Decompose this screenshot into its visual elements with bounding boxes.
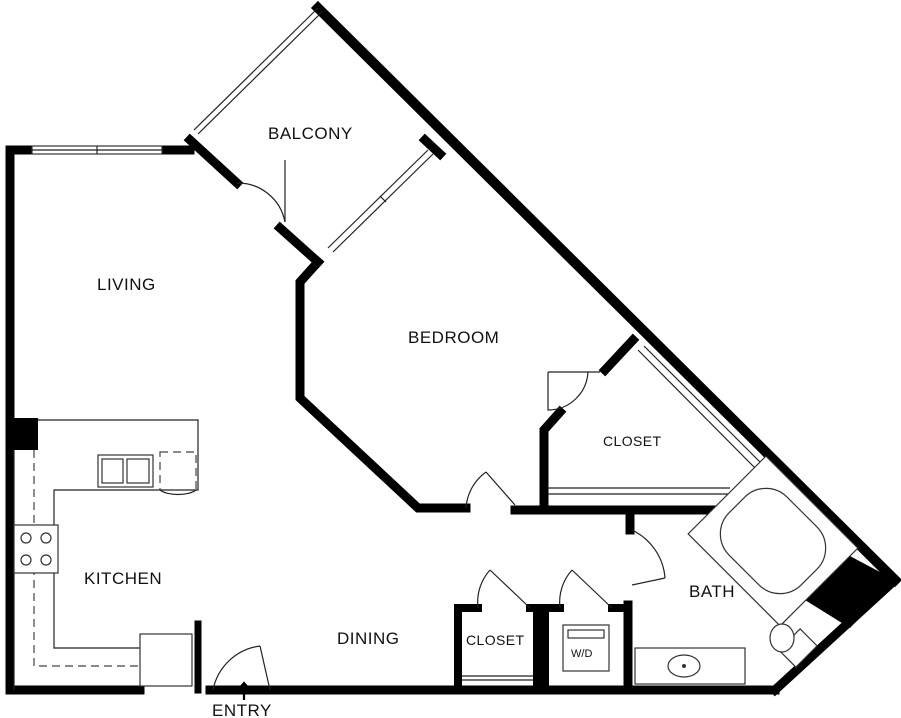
room-label-bath: BATH xyxy=(689,582,735,601)
kitchen-counters xyxy=(10,418,202,694)
room-label-living: LIVING xyxy=(97,275,156,294)
bedroom-closet-walls xyxy=(539,333,765,515)
room-label-bedroom-closet: CLOSET xyxy=(603,433,661,449)
room-label-hall-closet: CLOSET xyxy=(466,632,524,648)
balcony-walls xyxy=(183,7,447,269)
exterior-walls xyxy=(5,0,901,697)
living-window xyxy=(31,145,163,155)
room-label-washer-dryer: W/D xyxy=(571,648,592,660)
room-label-bedroom: BEDROOM xyxy=(408,328,499,347)
hall-closet-walls xyxy=(454,569,632,694)
room-label-dining: DINING xyxy=(337,629,400,648)
room-label-balcony: BALCONY xyxy=(268,124,353,143)
entry-label: ENTRY xyxy=(212,701,272,718)
bath-walls xyxy=(623,455,859,695)
room-label-kitchen: KITCHEN xyxy=(84,569,162,588)
entry-door[interactable] xyxy=(212,645,271,691)
bedroom-walls xyxy=(295,255,551,515)
arrow-up-icon xyxy=(236,681,252,700)
